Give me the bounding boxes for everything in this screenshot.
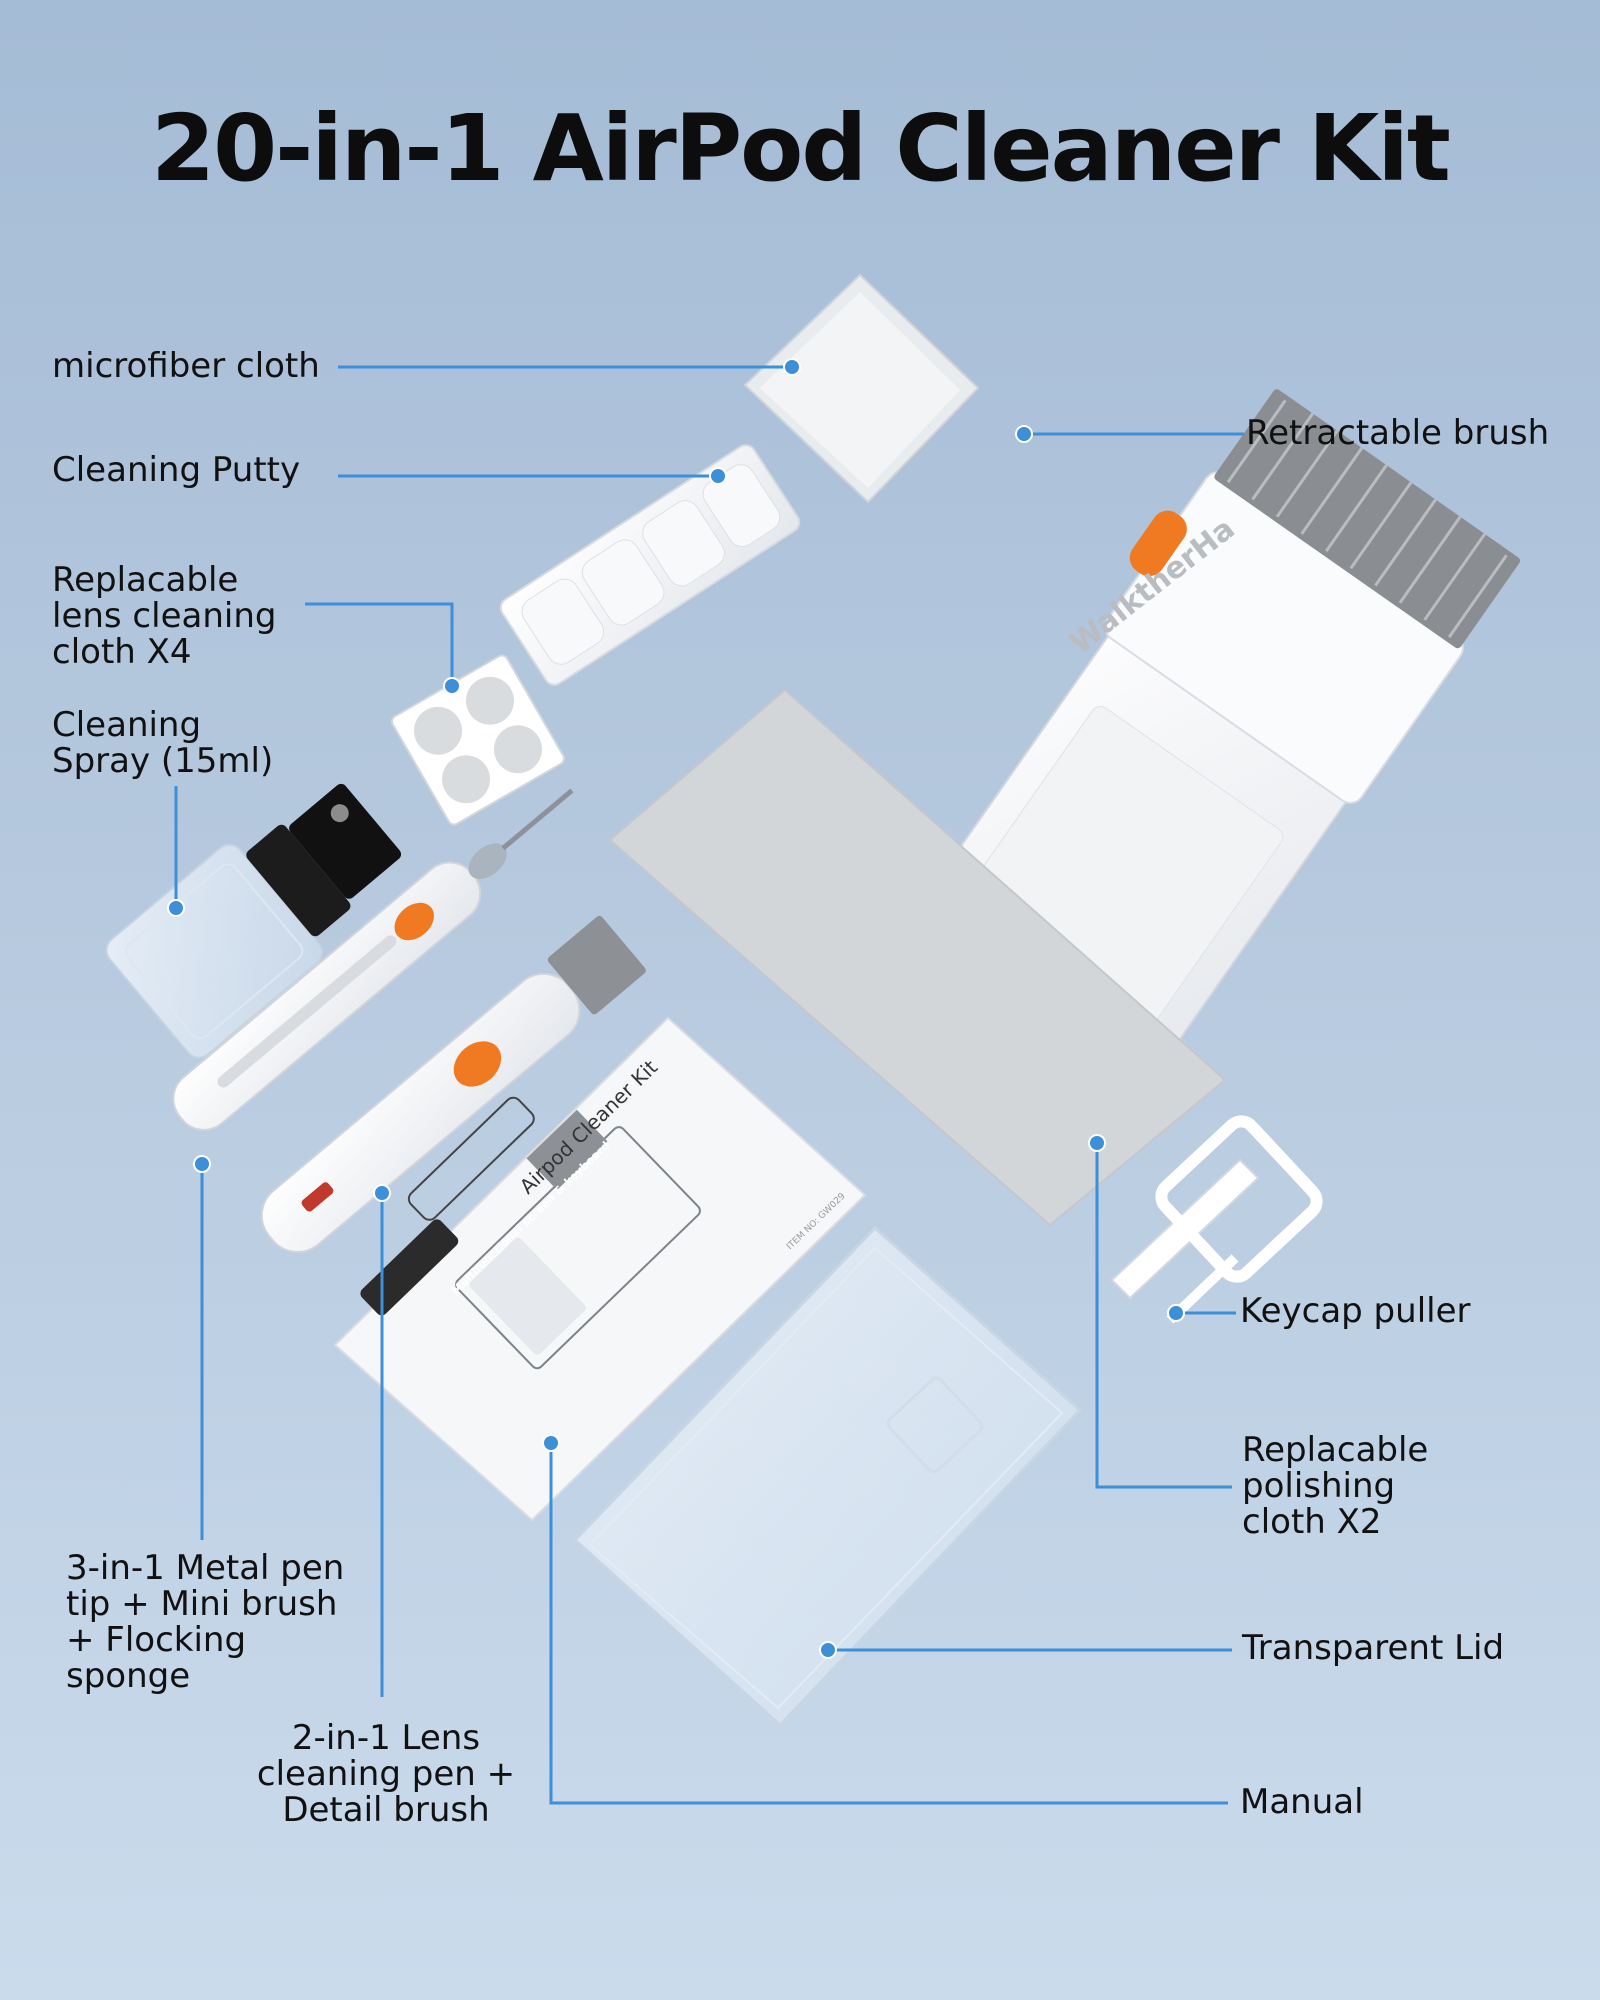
lens-pen-image [260,915,646,1254]
dot-cleaning-spray [167,899,185,917]
label-microfiber-cloth: microfiber cloth [52,346,320,386]
dot-cleaning-putty [709,467,727,485]
leader-dots [167,358,1185,1659]
lens-cloth-image [391,654,565,826]
transparent-lid-image [572,1225,1083,1728]
dot-polishing-cloth [1088,1134,1106,1152]
label-lens-cloth: Replacable lens cleaning cloth X4 [52,560,277,672]
leader-lens-cloth [305,602,454,686]
dot-lens-pen [373,1184,391,1202]
label-cleaning-spray: Cleaning Spray (15ml) [52,705,274,781]
dot-keycap-puller [1167,1304,1185,1322]
dot-metal-pen [193,1155,211,1173]
cleaning-spray-image [105,783,402,1059]
leader-polishing-cloth [1095,1143,1232,1489]
page-title: 20-in-1 AirPod Cleaner Kit [151,95,1451,202]
label-retractable-brush: Retractable brush [1246,413,1550,453]
metal-pen-image [172,788,574,1131]
label-metal-pen: 3-in-1 Metal pen tip + Mini brush + Floc… [66,1548,345,1696]
leader-manual [549,1443,1228,1805]
microfiber-cloth-image [743,273,980,504]
dot-microfiber-cloth [783,358,801,376]
cleaning-putty-image [499,444,801,686]
dot-retractable-brush [1015,425,1033,443]
manual-image [333,1016,867,1522]
label-polishing-cloth: Replacable polishing cloth X2 [1242,1430,1429,1542]
dot-transparent-lid [819,1641,837,1659]
polishing-cloth-image [608,688,1227,1227]
label-keycap-puller: Keycap puller [1240,1291,1471,1331]
dot-manual [542,1434,560,1452]
label-lens-pen: 2-in-1 Lens cleaning pen + Detail brush [256,1718,516,1830]
leader-lines [174,365,1244,1805]
label-cleaning-putty: Cleaning Putty [52,450,301,490]
label-transparent-lid: Transparent Lid [1242,1628,1505,1668]
label-manual: Manual [1240,1782,1364,1822]
dot-lens-cloth [443,677,461,695]
